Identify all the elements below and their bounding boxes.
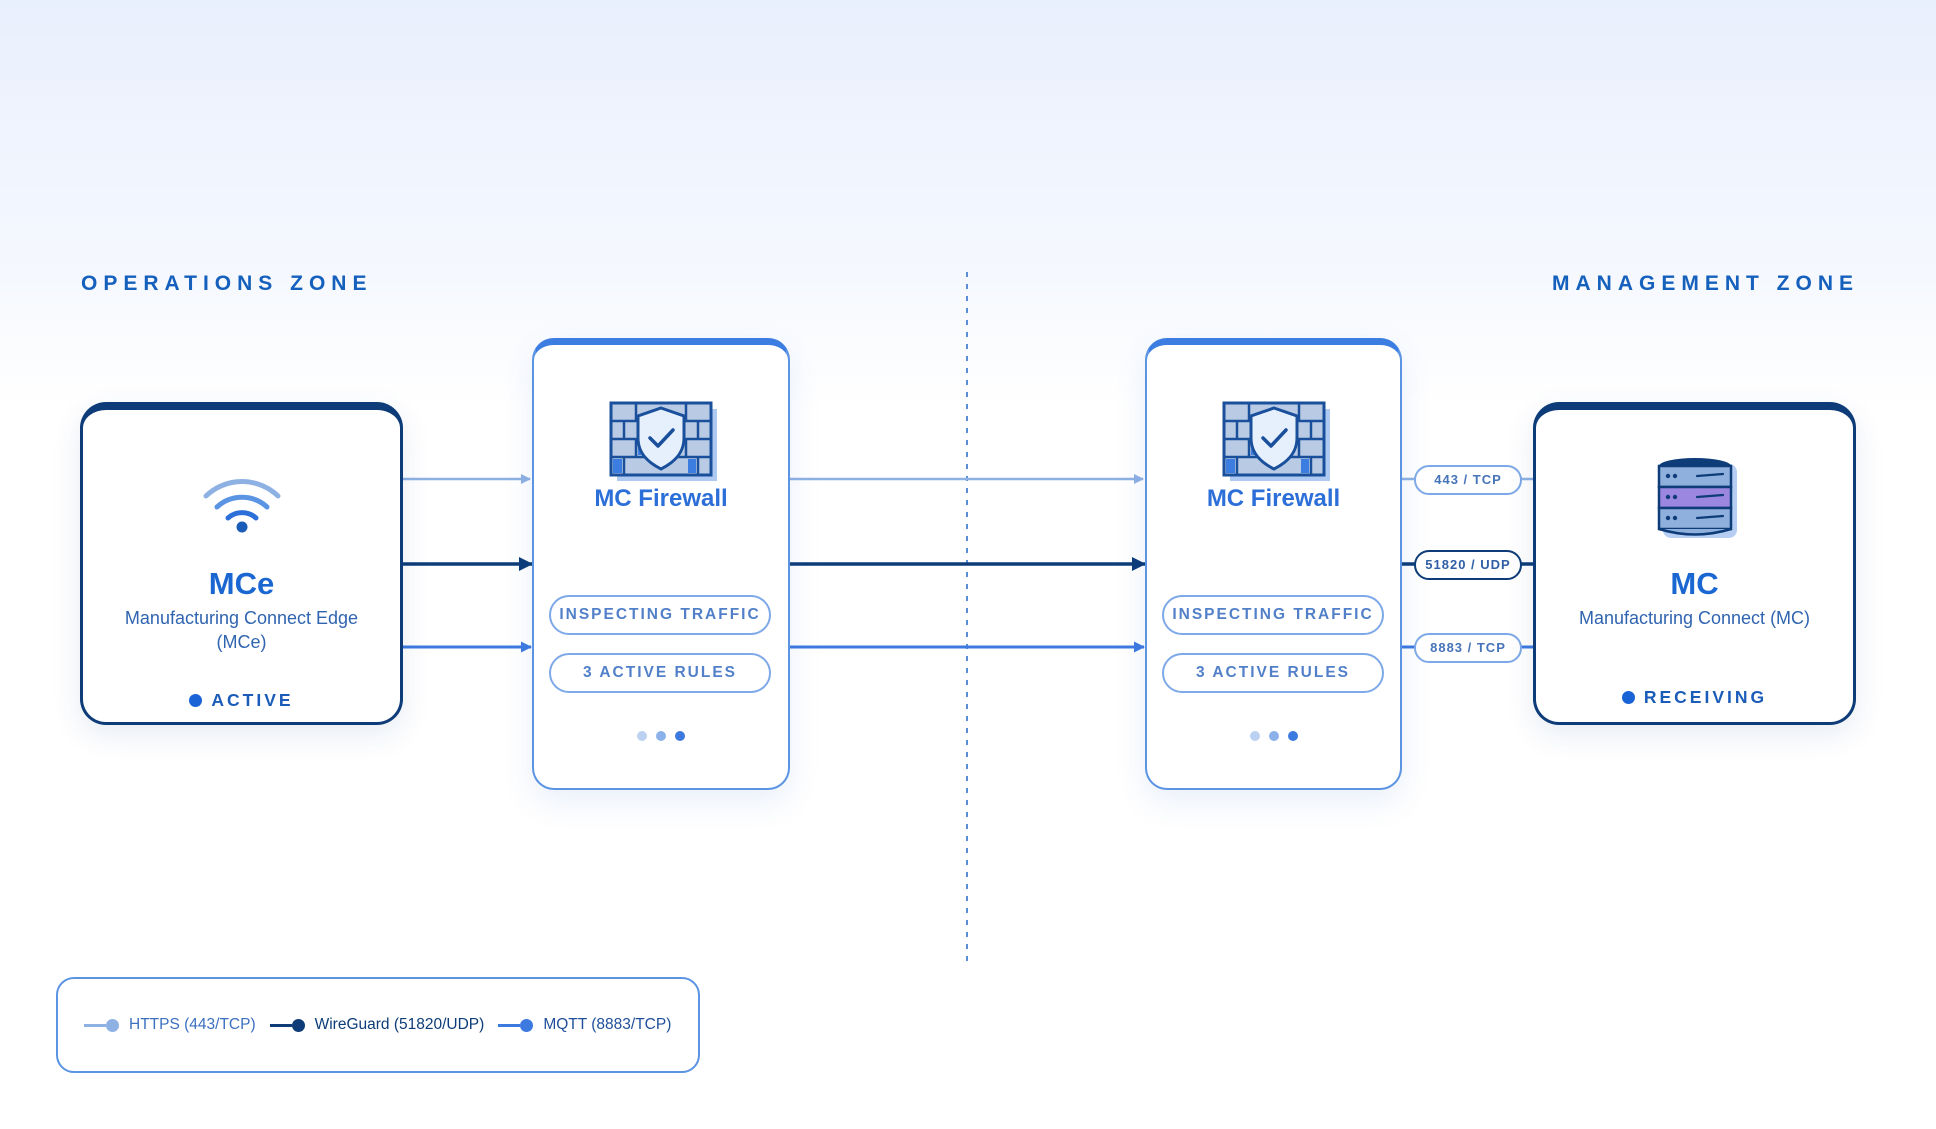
firewall-shield-icon bbox=[1221, 400, 1333, 489]
legend-dot bbox=[291, 1018, 305, 1032]
legend-label: HTTPS (443/TCP) bbox=[129, 1016, 256, 1033]
mce-title: MCe bbox=[208, 566, 275, 601]
pagination-dots bbox=[1147, 731, 1400, 741]
active-rules-pill: 3 ACTIVE RULES bbox=[1162, 653, 1384, 693]
dot bbox=[656, 731, 666, 741]
dot bbox=[637, 731, 647, 741]
operations-zone-label: OPERATIONS ZONE bbox=[81, 272, 373, 295]
legend-line bbox=[498, 1023, 521, 1027]
dot bbox=[1287, 731, 1298, 741]
active-rules-pill: 3 ACTIVE RULES bbox=[549, 653, 771, 693]
mce-node[interactable]: MCe Manufacturing Connect Edge (MCe) ACT… bbox=[80, 402, 403, 725]
mc-status-label: RECEIVING bbox=[1643, 687, 1768, 707]
dot bbox=[1268, 731, 1279, 741]
legend-item-wireguard: WireGuard (51820/UDP) bbox=[269, 1016, 485, 1034]
firewall-title: MC Firewall bbox=[594, 485, 728, 512]
legend-dot bbox=[520, 1018, 534, 1032]
legend-dot bbox=[106, 1018, 119, 1032]
mce-status-label: ACTIVE bbox=[211, 690, 294, 710]
mc-subtitle: Manufacturing Connect (MC) bbox=[1578, 608, 1811, 628]
management-zone-label: MANAGEMENT ZONE bbox=[1552, 272, 1859, 295]
dot bbox=[1249, 731, 1260, 741]
mc-title: MC bbox=[1670, 566, 1719, 601]
dot bbox=[675, 731, 685, 741]
database-server-icon bbox=[1657, 456, 1739, 545]
mc-status: RECEIVING bbox=[1536, 687, 1853, 708]
mce-subtitle: Manufacturing Connect Edge (MCe) bbox=[124, 608, 359, 652]
firewall-node-2[interactable]: MC Firewall INSPECTING TRAFFIC 3 ACTIVE … bbox=[1145, 338, 1402, 790]
port-pill-https: 443 / TCP bbox=[1414, 465, 1522, 495]
inspecting-traffic-pill: INSPECTING TRAFFIC bbox=[1162, 595, 1384, 635]
port-pill-mqtt: 8883 / TCP bbox=[1414, 633, 1522, 663]
firewall-title: MC Firewall bbox=[1206, 485, 1341, 512]
mce-status: ACTIVE bbox=[83, 690, 400, 711]
legend-item-https: HTTPS (443/TCP) bbox=[84, 1016, 256, 1034]
wifi-icon bbox=[200, 472, 284, 539]
status-dot bbox=[189, 694, 203, 707]
firewall-node-1[interactable]: MC Firewall INSPECTING TRAFFIC 3 ACTIVE … bbox=[532, 338, 790, 790]
inspecting-traffic-pill: INSPECTING TRAFFIC bbox=[549, 595, 771, 635]
legend-label: MQTT (8883/TCP) bbox=[543, 1016, 672, 1033]
legend-line bbox=[269, 1023, 292, 1027]
mc-node[interactable]: MC Manufacturing Connect (MC) RECEIVING bbox=[1533, 402, 1856, 725]
pagination-dots bbox=[534, 731, 788, 741]
port-pill-wireguard: 51820 / UDP bbox=[1414, 550, 1522, 580]
legend-line bbox=[84, 1023, 106, 1027]
status-dot bbox=[1621, 691, 1635, 704]
firewall-shield-icon bbox=[608, 400, 720, 489]
protocol-legend: HTTPS (443/TCP) WireGuard (51820/UDP) MQ… bbox=[56, 977, 700, 1073]
legend-label: WireGuard (51820/UDP) bbox=[314, 1016, 485, 1033]
legend-item-mqtt: MQTT (8883/TCP) bbox=[498, 1016, 671, 1034]
